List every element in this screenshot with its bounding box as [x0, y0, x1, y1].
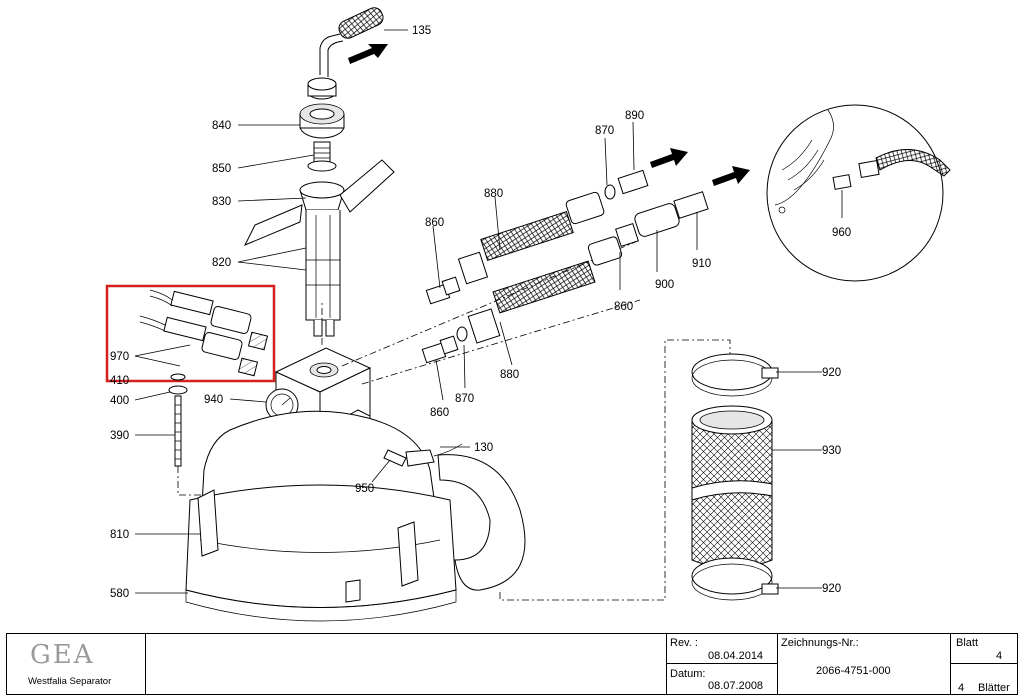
callout-400: 400	[110, 395, 129, 407]
flow-arrow-icon	[712, 166, 750, 186]
callout-820: 820	[212, 257, 231, 269]
callout-890: 890	[625, 110, 644, 122]
rev-label: Rev. :	[670, 637, 698, 649]
assembly-line	[499, 339, 731, 601]
callout-860-lower: 860	[430, 407, 449, 419]
datum-value: 08.07.2008	[708, 680, 764, 692]
fitting-950-130	[383, 443, 463, 467]
distributor-830	[243, 159, 395, 337]
blaetter-label: Blätter	[978, 682, 1010, 694]
assembly-line	[361, 299, 641, 385]
callout-970: 970	[110, 351, 129, 363]
hose-assembly-lower	[421, 166, 750, 364]
nut-840-850-stack	[299, 77, 345, 172]
callout-940: 940	[204, 394, 223, 406]
highlight-box-970	[105, 284, 276, 383]
clamp-920-lower	[691, 557, 779, 601]
callout-870-upper: 870	[595, 125, 614, 137]
blatt-value: 4	[996, 650, 1003, 662]
leader-lines	[134, 29, 843, 594]
callout-410: 410	[110, 375, 129, 387]
callout-830: 830	[212, 196, 231, 208]
callout-930: 930	[822, 445, 841, 457]
callout-880-upper: 880	[484, 188, 503, 200]
callout-135: 135	[412, 25, 431, 37]
drawing-no-label: Zeichnungs-Nr.:	[781, 637, 859, 649]
callout-860-right: 860	[614, 301, 633, 313]
callout-880-lower: 880	[500, 369, 519, 381]
callout-840: 840	[212, 120, 231, 132]
assembly-line	[177, 466, 205, 496]
drawing-no: 2066-4751-000	[816, 665, 891, 677]
callout-labels: 135 840 850 830 820 970 410 400 940 390 …	[110, 25, 851, 600]
callout-920-lower: 920	[822, 583, 841, 595]
company-name: Westfalia Separator	[28, 676, 112, 687]
callout-580: 580	[110, 588, 129, 600]
callout-910: 910	[692, 258, 711, 270]
callout-960: 960	[832, 227, 851, 239]
callout-900: 900	[655, 279, 674, 291]
sensor-plugs-970	[139, 289, 269, 377]
rev-date: 08.04.2014	[708, 650, 764, 662]
detail-view-960	[766, 104, 951, 282]
flow-arrow-icon	[348, 44, 388, 64]
callout-810: 810	[110, 529, 129, 541]
datum-label: Datum:	[670, 668, 706, 680]
hose-135	[319, 7, 388, 77]
assembly-line	[341, 239, 641, 367]
clamp-920-upper	[691, 353, 779, 397]
stud-390	[168, 373, 188, 467]
hose-assembly-upper	[425, 148, 688, 305]
company-logo: GEA	[30, 640, 95, 670]
callout-920-upper: 920	[822, 367, 841, 379]
separator-body-810	[185, 410, 526, 622]
callout-390: 390	[110, 430, 129, 442]
sleeve-930	[691, 405, 773, 569]
callout-870-lower: 870	[455, 393, 474, 405]
blatt-label: Blatt	[956, 637, 979, 649]
callout-130: 130	[474, 442, 493, 454]
callout-850: 850	[212, 163, 231, 175]
callout-860-upper: 860	[425, 217, 444, 229]
flow-arrow-icon	[650, 148, 688, 168]
blaetter-count: 4	[958, 682, 965, 694]
callout-950: 950	[355, 483, 374, 495]
